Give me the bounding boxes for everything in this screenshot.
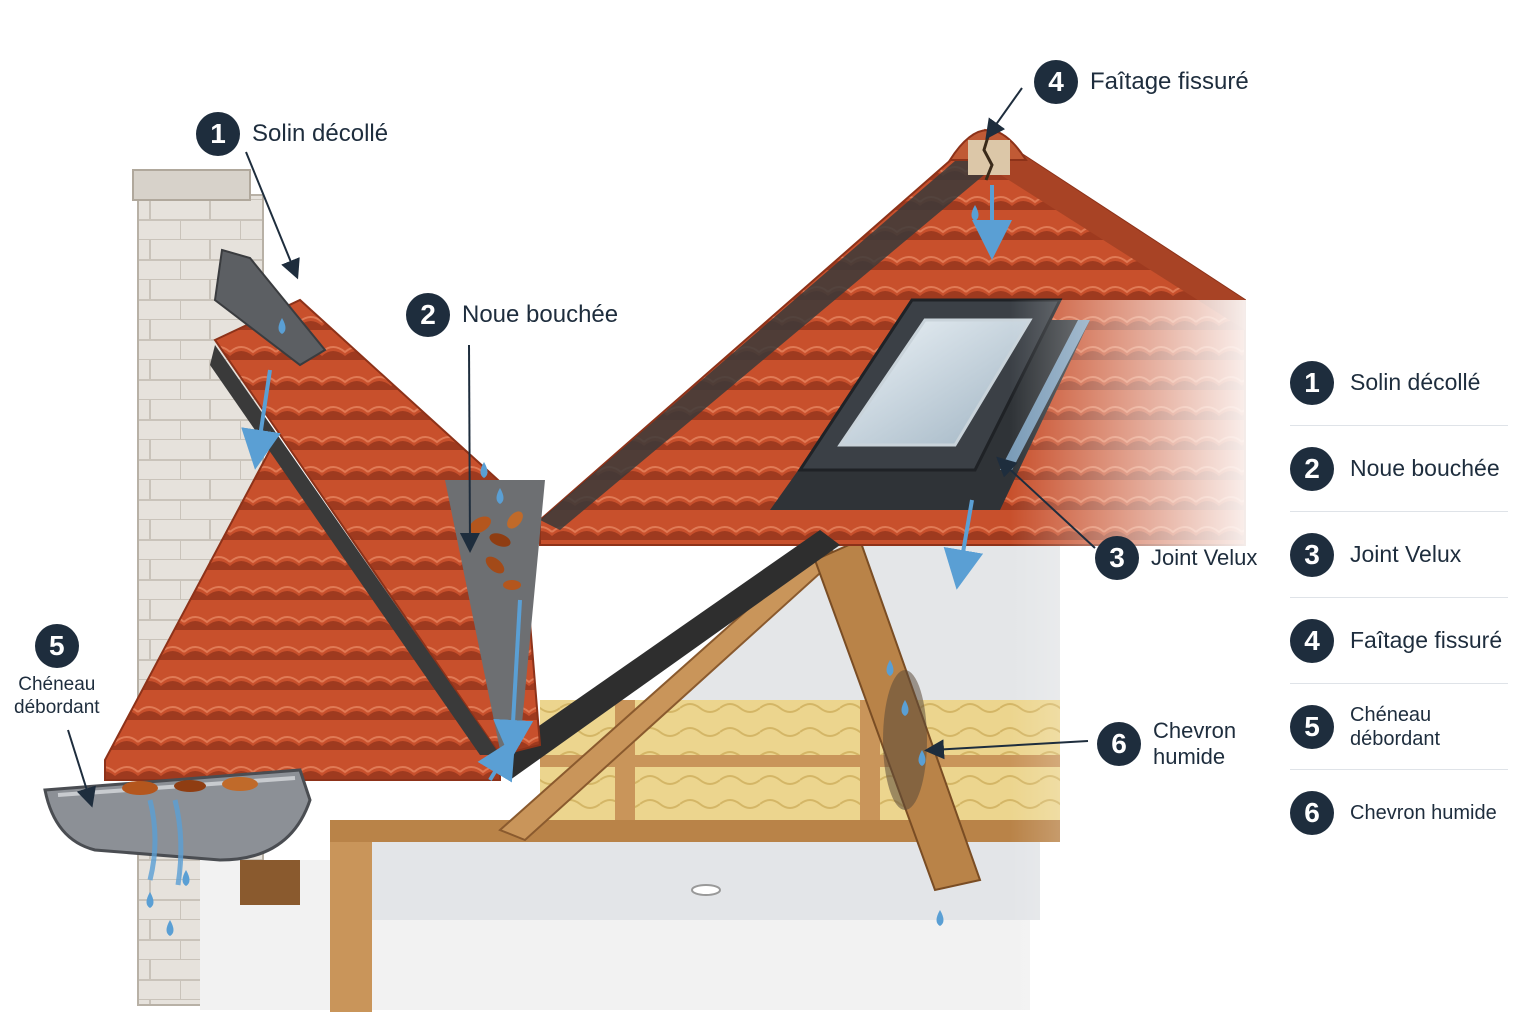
ceiling-light-icon (691, 884, 721, 896)
callout-label-line2: débordant (14, 696, 100, 718)
legend: 1 Solin décollé 2 Noue bouchée 3 Joint V… (1290, 340, 1508, 855)
legend-item: 1 Solin décollé (1290, 340, 1508, 426)
callout-label: Solin décollé (252, 119, 389, 147)
callout-label: Faîtage fissuré (1090, 67, 1249, 95)
callout-label-line1: Chevron (1153, 718, 1237, 743)
legend-badge: 1 (1290, 360, 1334, 405)
legend-badge: 6 (1290, 790, 1334, 835)
callout-label: Joint Velux (1151, 544, 1258, 570)
beam-end (240, 860, 300, 905)
callout-2: 2 Noue bouchée (406, 293, 618, 337)
callout-badge: 3 (1095, 536, 1139, 580)
water-drops (146, 205, 979, 936)
callout-3: 3 Joint Velux (1095, 536, 1257, 580)
callout-label-line1: Chéneau (18, 674, 96, 695)
legend-item: 6 Chevron humide (1290, 770, 1508, 855)
post (330, 842, 372, 1012)
legend-label: Faîtage fissuré (1350, 626, 1503, 653)
legend-label: Noue bouchée (1350, 454, 1500, 481)
callout-badge: 4 (1034, 60, 1078, 104)
chimney-flashing (213, 248, 327, 367)
legend-item: 4 Faîtage fissuré (1290, 598, 1508, 684)
fade-overlay (1010, 300, 1270, 1020)
ridge-right (985, 130, 1245, 330)
flashing-edge (210, 345, 500, 755)
legend-badge: 5 (1290, 704, 1334, 749)
callout-badge: 2 (406, 293, 450, 337)
callout-badge: 5 (34, 624, 79, 668)
callout-1: 1 Solin décollé (196, 112, 388, 156)
legend-item: 3 Joint Velux (1290, 512, 1508, 598)
underlay-strip (490, 530, 840, 780)
callout-badge: 6 (1097, 722, 1141, 767)
callout-6: 6 Chevron humide (1097, 718, 1236, 771)
gutter (43, 768, 312, 886)
legend-badge: 4 (1290, 618, 1334, 663)
legend-label: Chéneau débordant (1350, 703, 1441, 750)
callout-badge: 1 (196, 112, 240, 156)
legend-item: 5 Chéneau débordant (1290, 684, 1508, 770)
legend-badge: 2 (1290, 446, 1334, 491)
legend-label: Joint Velux (1350, 540, 1462, 567)
verge-edge (540, 135, 990, 530)
legend-item: 2 Noue bouchée (1290, 426, 1508, 512)
legend-badge: 3 (1290, 532, 1334, 577)
callout-label: Chevron humide (1153, 718, 1236, 771)
legend-label: Chevron humide (1350, 801, 1497, 824)
callout-label: Noue bouchée (462, 300, 619, 328)
callout-label: Chéneau débordant (14, 674, 100, 720)
legend-label: Solin décollé (1350, 368, 1481, 395)
callout-5: 5 Chéneau débordant (14, 624, 100, 720)
callout-4: 4 Faîtage fissuré (1034, 60, 1249, 104)
water-flow (241, 185, 1012, 783)
callout-label-line2: humide (1153, 744, 1226, 770)
leader-lines (67, 87, 1096, 808)
ridge-cap (948, 129, 1028, 181)
leaves (469, 511, 523, 590)
